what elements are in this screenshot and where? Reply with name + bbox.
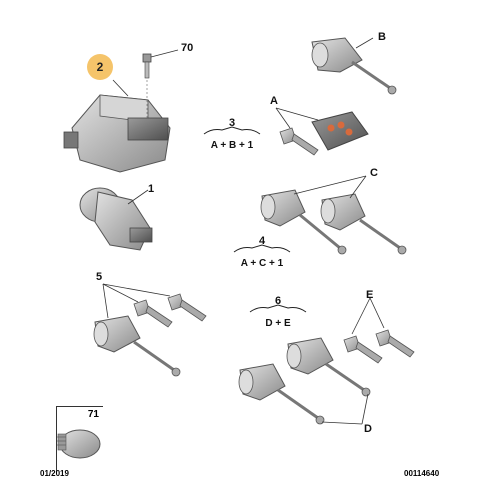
part-71-clip [56,429,101,459]
callout-e: E [366,289,374,301]
callout-6: 6 [274,295,282,307]
callout-2-badge: 2 [87,54,113,80]
callout-5: 5 [96,271,103,283]
part-e-key-tags [343,297,415,364]
part-c-lock-barrels [260,175,407,255]
part-a-key [275,107,369,156]
part-d-lock-barrels [238,337,371,425]
callout-4: 4 [258,235,266,247]
part-b-lock-barrel [311,37,397,95]
callout-a: A [270,95,278,107]
part-70-screw [142,49,179,118]
callout-70: 70 [181,42,194,54]
callout-1: 1 [148,183,155,195]
group-3-brace [203,126,261,135]
callout-71: 71 [87,409,99,420]
formula-3: A + B + 1 [210,140,254,151]
footer-reference: 00114640 [404,469,440,478]
footer-date: 01/2019 [40,469,69,478]
callout-71-frame: 71 [56,406,103,473]
callout-2: 2 [96,60,104,74]
group-6-brace [249,304,307,313]
group-4-brace [233,244,291,253]
callout-c: C [370,167,378,179]
callout-b: B [378,31,386,43]
callout-d: D [364,423,372,435]
callout-3: 3 [228,117,236,129]
formula-6: D + E [265,318,291,329]
part-5-lock-set [93,283,207,377]
part-2-actuator [63,79,171,173]
formula-4: A + C + 1 [240,258,284,269]
part-1-motor [79,187,153,251]
